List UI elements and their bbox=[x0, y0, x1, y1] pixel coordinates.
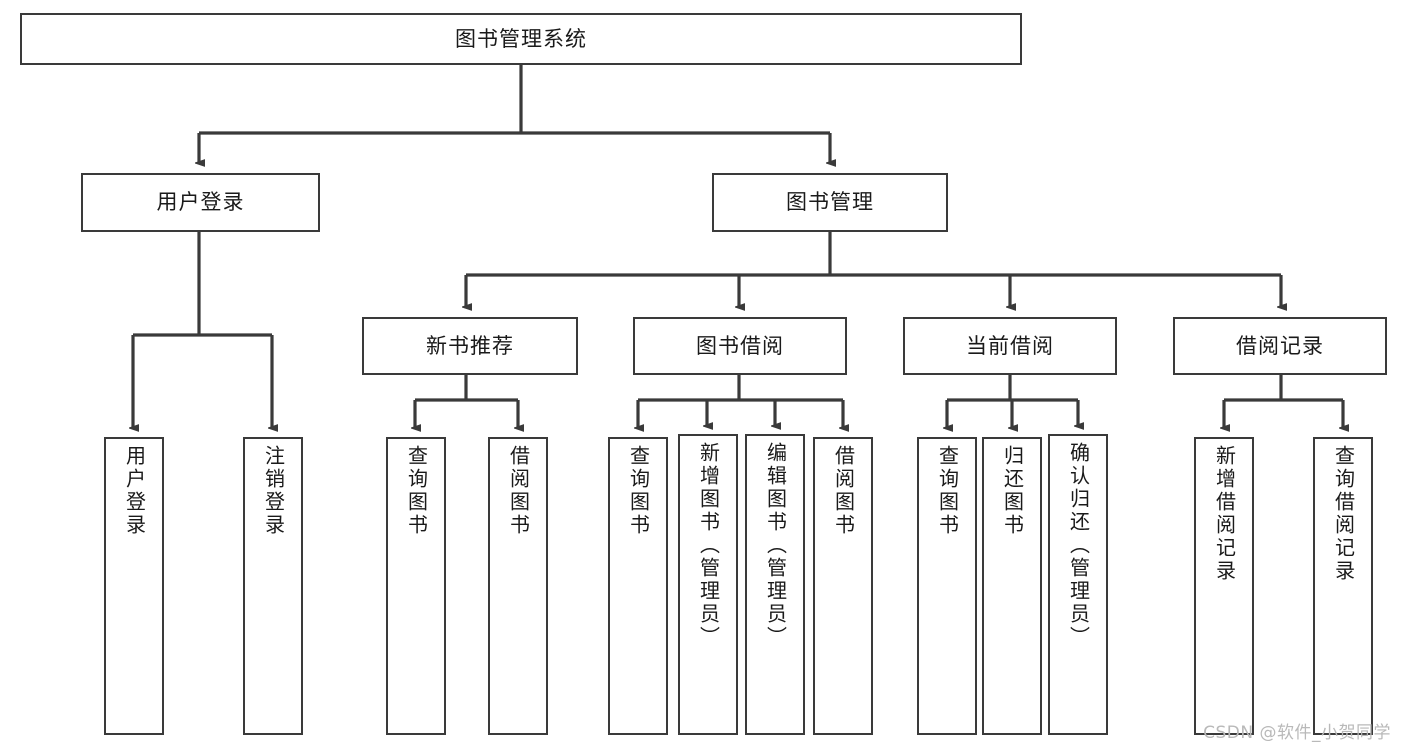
node-leaf-query-borrow-record[interactable]: 查询借阅记录 bbox=[1313, 437, 1373, 735]
node-leaf-query-book-3[interactable]: 查询图书 bbox=[917, 437, 977, 735]
node-leaf-logout-login[interactable]: 注销登录 bbox=[243, 437, 303, 735]
node-leaf-return-book[interactable]: 归还图书 bbox=[982, 437, 1042, 735]
node-label: 查询借阅记录 bbox=[1331, 445, 1356, 583]
node-leaf-user-login[interactable]: 用户登录 bbox=[104, 437, 164, 735]
node-leaf-query-book-1[interactable]: 查询图书 bbox=[386, 437, 446, 735]
node-label: 编辑图书（管理员） bbox=[763, 442, 788, 649]
node-user-login[interactable]: 用户登录 bbox=[81, 173, 320, 232]
node-label: 图书借阅 bbox=[696, 333, 784, 358]
node-leaf-borrow-book-1[interactable]: 借阅图书 bbox=[488, 437, 548, 735]
node-book-manage[interactable]: 图书管理 bbox=[712, 173, 948, 232]
node-leaf-add-borrow-record[interactable]: 新增借阅记录 bbox=[1194, 437, 1254, 735]
node-label: 查询图书 bbox=[935, 445, 960, 537]
node-leaf-add-book-admin[interactable]: 新增图书（管理员） bbox=[678, 434, 738, 735]
node-root-system[interactable]: 图书管理系统 bbox=[20, 13, 1022, 65]
node-book-borrow[interactable]: 图书借阅 bbox=[633, 317, 847, 375]
node-label: 新书推荐 bbox=[426, 333, 514, 358]
node-leaf-edit-book-admin[interactable]: 编辑图书（管理员） bbox=[745, 434, 805, 735]
node-leaf-confirm-return-admin[interactable]: 确认归还（管理员） bbox=[1048, 434, 1108, 735]
node-label: 确认归还（管理员） bbox=[1066, 442, 1091, 649]
node-label: 当前借阅 bbox=[966, 333, 1054, 358]
node-new-book-recommend[interactable]: 新书推荐 bbox=[362, 317, 578, 375]
node-current-borrow[interactable]: 当前借阅 bbox=[903, 317, 1117, 375]
node-label: 查询图书 bbox=[626, 445, 651, 537]
node-leaf-borrow-book-2[interactable]: 借阅图书 bbox=[813, 437, 873, 735]
node-label: 借阅图书 bbox=[506, 445, 531, 537]
node-label: 查询图书 bbox=[404, 445, 429, 537]
node-leaf-query-book-2[interactable]: 查询图书 bbox=[608, 437, 668, 735]
node-borrow-record[interactable]: 借阅记录 bbox=[1173, 317, 1387, 375]
node-label: 归还图书 bbox=[1000, 445, 1025, 537]
node-label: 借阅记录 bbox=[1236, 333, 1324, 358]
node-label: 借阅图书 bbox=[831, 445, 856, 537]
node-label: 新增图书（管理员） bbox=[696, 442, 721, 649]
node-label: 用户登录 bbox=[156, 190, 245, 215]
node-label: 图书管理 bbox=[786, 190, 874, 215]
node-label: 图书管理系统 bbox=[455, 26, 587, 51]
node-label: 新增借阅记录 bbox=[1212, 445, 1237, 583]
node-label: 用户登录 bbox=[122, 445, 147, 537]
node-label: 注销登录 bbox=[261, 445, 286, 537]
